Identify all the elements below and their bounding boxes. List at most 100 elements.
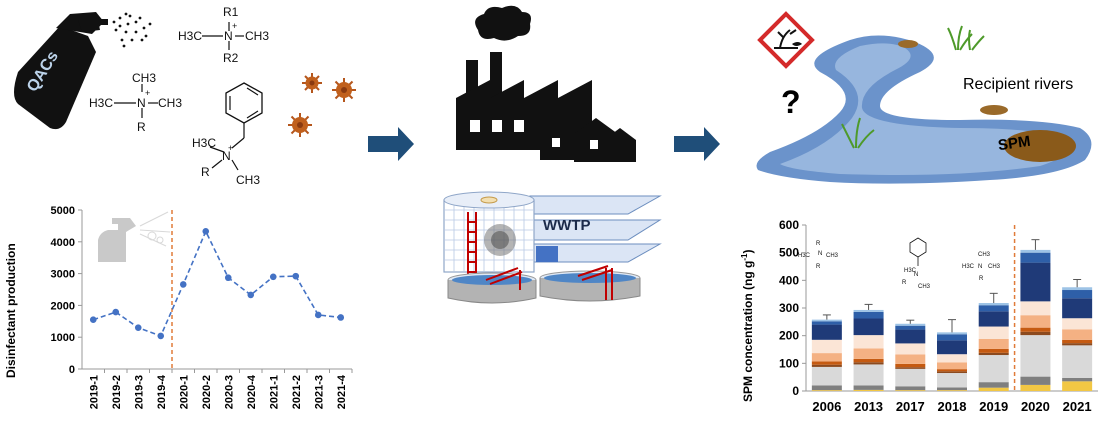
arrow-right-icon xyxy=(368,127,414,161)
bar-segment xyxy=(1062,343,1093,346)
data-point xyxy=(157,332,165,340)
svg-text:CH3: CH3 xyxy=(826,253,839,259)
chem-r: R xyxy=(201,165,210,179)
bar-segment xyxy=(895,323,926,326)
x-tick-label: 2021 xyxy=(1063,399,1092,414)
chem-plus: + xyxy=(232,21,237,31)
bar-segment xyxy=(1020,301,1051,316)
bar-segment xyxy=(978,355,1009,383)
chart2-ylabel-text: SPM concentration (ng g-1) xyxy=(740,249,755,402)
y-tick-label: 100 xyxy=(779,356,799,370)
svg-text:H3C: H3C xyxy=(798,253,811,259)
bar-segment xyxy=(1062,345,1093,378)
chem-r: R xyxy=(137,120,146,134)
data-point xyxy=(112,308,120,316)
bar-segment xyxy=(937,371,967,374)
bar-segment xyxy=(811,390,842,391)
bar-segment xyxy=(978,326,1009,339)
svg-text:R: R xyxy=(816,264,821,270)
bar-segment xyxy=(937,390,967,391)
bar-segment xyxy=(937,362,967,370)
virus-icon-3 xyxy=(288,113,312,137)
bar-segment xyxy=(811,319,842,322)
structure-quat-r1r2: R1 N + H3C CH3 R2 xyxy=(178,5,269,65)
bar-segment xyxy=(895,354,926,364)
y-tick-label: 400 xyxy=(779,273,799,287)
bar-segment xyxy=(895,343,926,355)
bar-segment xyxy=(853,364,884,386)
x-tick-label: 2020-4 xyxy=(246,374,258,409)
bar-segment xyxy=(811,364,842,367)
x-tick-label: 2013 xyxy=(854,399,883,414)
bar-segment xyxy=(978,352,1009,356)
bar-segment xyxy=(811,324,842,340)
data-point xyxy=(269,273,277,281)
chem-n: N xyxy=(222,149,231,163)
svg-text:H3C: H3C xyxy=(962,264,975,270)
chart2-ylabel: SPM concentration (ng g-1) xyxy=(740,250,755,402)
x-tick-label: 2020-2 xyxy=(201,375,213,409)
bar-segment xyxy=(853,358,884,363)
wwtp-illustration xyxy=(443,191,662,304)
bar-segment xyxy=(1020,315,1051,328)
chem-right: CH3 xyxy=(158,96,182,110)
bar-segment xyxy=(978,387,1009,391)
spray-watermark-icon xyxy=(98,211,171,262)
x-tick-label: 2006 xyxy=(812,399,841,414)
bar-segment xyxy=(1062,298,1093,319)
chart1-ylabel: Disinfectant production xyxy=(4,243,18,378)
data-point xyxy=(314,311,322,319)
y-tick-label: 1000 xyxy=(51,332,75,344)
series-line xyxy=(92,229,341,337)
bar-segment xyxy=(937,340,967,355)
bar-segment xyxy=(937,354,967,363)
x-tick-label: 2018 xyxy=(938,399,967,414)
wwtp-label: WWTP xyxy=(543,217,591,234)
bar-segment xyxy=(978,305,1009,312)
bar-segment xyxy=(1020,327,1051,332)
bar-segment xyxy=(811,339,842,354)
x-tick-label: 2020-1 xyxy=(178,375,190,409)
chem-left: H3C xyxy=(192,136,216,150)
bar-segment xyxy=(1062,290,1093,299)
y-tick-label: 200 xyxy=(779,329,799,343)
bar-segment xyxy=(853,385,884,390)
bar-segment xyxy=(895,329,926,344)
bar-segment xyxy=(1062,329,1093,340)
bar-segment xyxy=(895,325,926,330)
bar-segment xyxy=(895,390,926,391)
data-point xyxy=(202,228,210,235)
virus-icon-1 xyxy=(302,73,322,93)
structure-quat-trimethyl: CH3 H3C N + CH3 R xyxy=(89,71,182,134)
bar-segment xyxy=(811,385,842,391)
bar-segment xyxy=(978,311,1009,327)
x-tick-label: 2019 xyxy=(979,399,1008,414)
mini-structure-benzyl: H3C N R CH3 xyxy=(902,237,931,290)
question-mark: ? xyxy=(781,84,801,120)
chem-n: N xyxy=(224,29,233,43)
y-tick-label: 5000 xyxy=(51,205,75,217)
environmental-hazard-icon xyxy=(757,11,815,69)
x-tick-label: 2019-1 xyxy=(88,375,100,409)
bar-segment xyxy=(1062,339,1093,344)
x-tick-label: 2021-4 xyxy=(336,374,348,409)
chem-right: CH3 xyxy=(245,29,269,43)
arrow-right-icon xyxy=(674,127,720,161)
x-tick-label: 2019-3 xyxy=(133,375,145,409)
chem-left: H3C xyxy=(178,29,202,43)
chem-plus: + xyxy=(145,88,150,98)
virus-icon-2 xyxy=(332,78,356,102)
svg-text:N: N xyxy=(818,251,822,257)
x-tick-label: 2021-3 xyxy=(313,375,325,409)
y-tick-label: 0 xyxy=(69,364,75,376)
bar-segment xyxy=(811,353,842,362)
bar-segment xyxy=(895,368,926,387)
svg-text:R: R xyxy=(979,276,984,282)
bar-segment xyxy=(895,367,926,369)
x-tick-label: 2021-2 xyxy=(291,375,303,409)
bar-segment xyxy=(1020,335,1051,377)
x-tick-label: 2017 xyxy=(896,399,925,414)
